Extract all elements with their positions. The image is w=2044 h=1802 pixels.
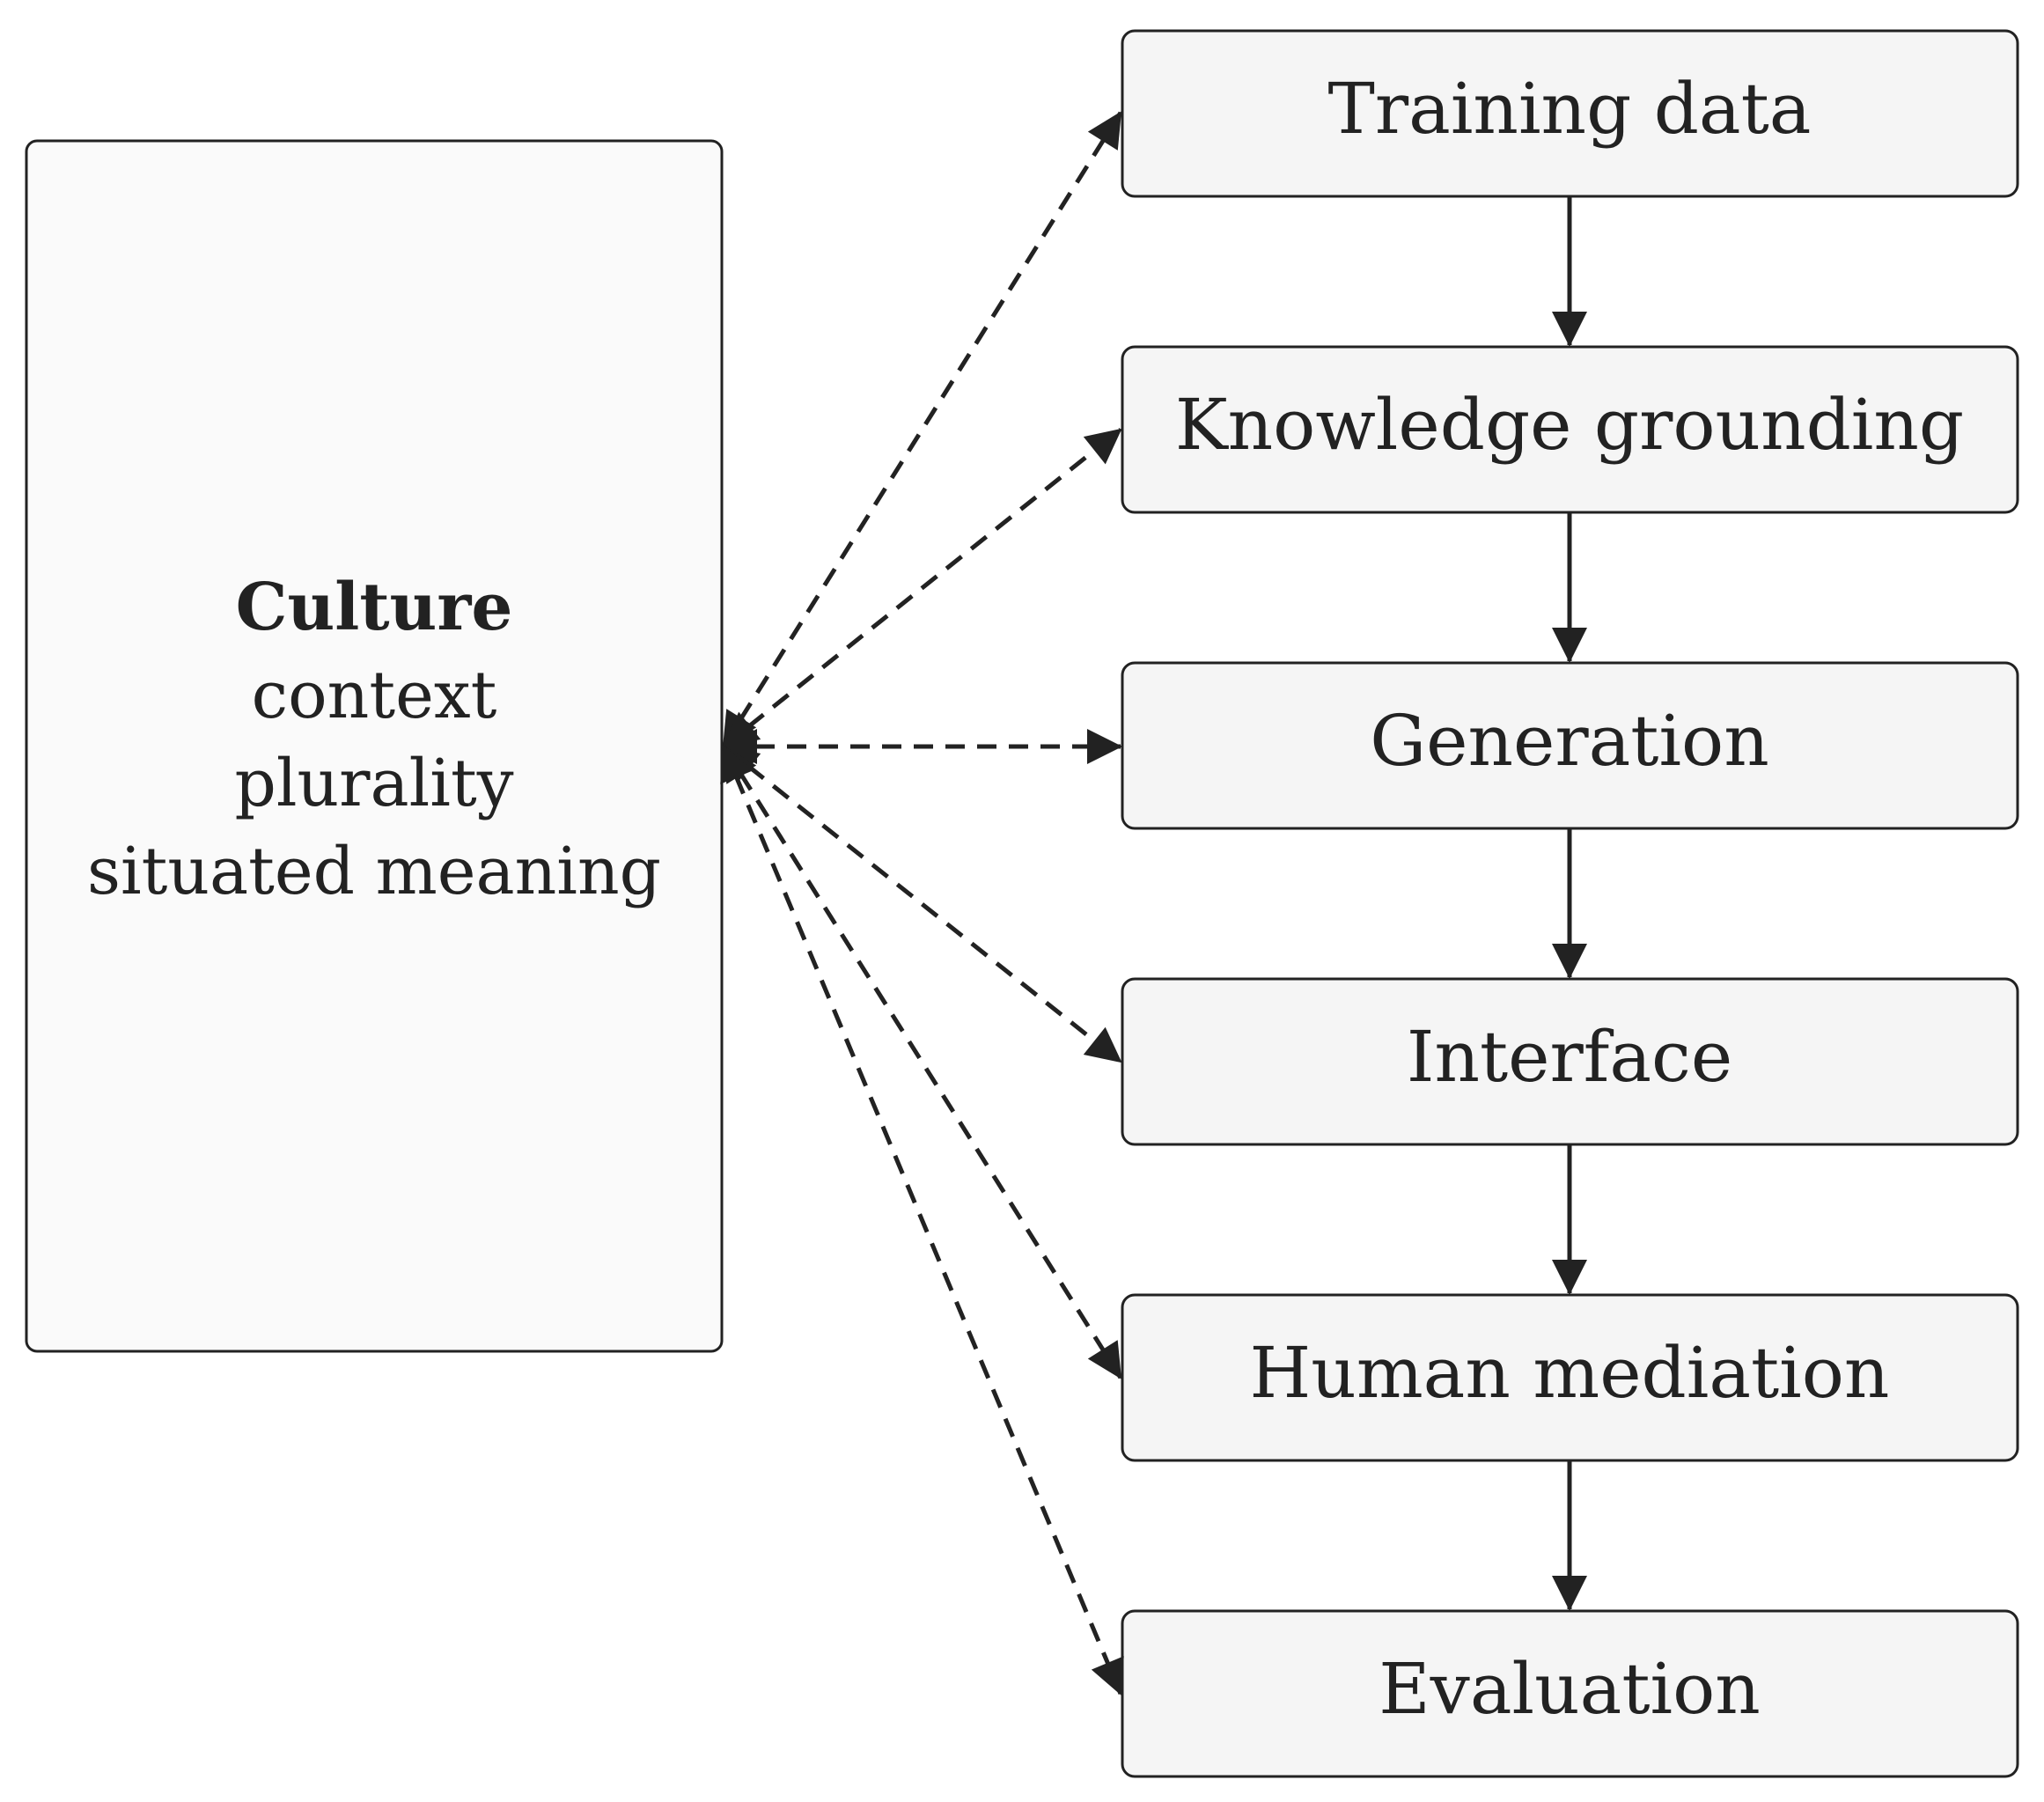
culture-link-training-data	[721, 111, 1123, 748]
culture-link-interface	[722, 745, 1122, 1063]
culture-link-human-mediation	[721, 745, 1123, 1379]
culture-line-context: context	[252, 658, 497, 733]
stage-node-knowledge-grounding: Knowledge grounding	[1121, 345, 2019, 514]
stage-node-interface: Interface	[1121, 977, 2019, 1146]
stage-node-training-data: Training data	[1121, 29, 2019, 198]
stage-label-human-mediation: Human mediation	[1250, 1332, 1890, 1414]
stage-node-evaluation: Evaluation	[1121, 1609, 2019, 1778]
stage-label-evaluation: Evaluation	[1379, 1648, 1761, 1730]
stage-node-generation: Generation	[1121, 661, 2019, 830]
stage-node-human-mediation: Human mediation	[1121, 1293, 2019, 1462]
stage-label-knowledge-grounding: Knowledge grounding	[1175, 384, 1964, 466]
stage-label-generation: Generation	[1370, 700, 1768, 782]
culture-node: Culture context plurality situated meani…	[25, 139, 724, 1353]
culture-link-evaluation	[720, 745, 1124, 1695]
culture-line-plurality: plurality	[234, 746, 513, 821]
culture-line-situated-meaning: situated meaning	[87, 834, 661, 909]
culture-link-knowledge-grounding	[722, 428, 1122, 748]
culture-title: Culture	[236, 570, 513, 645]
stage-label-interface: Interface	[1407, 1016, 1732, 1098]
stage-label-training-data: Training data	[1328, 68, 1812, 150]
